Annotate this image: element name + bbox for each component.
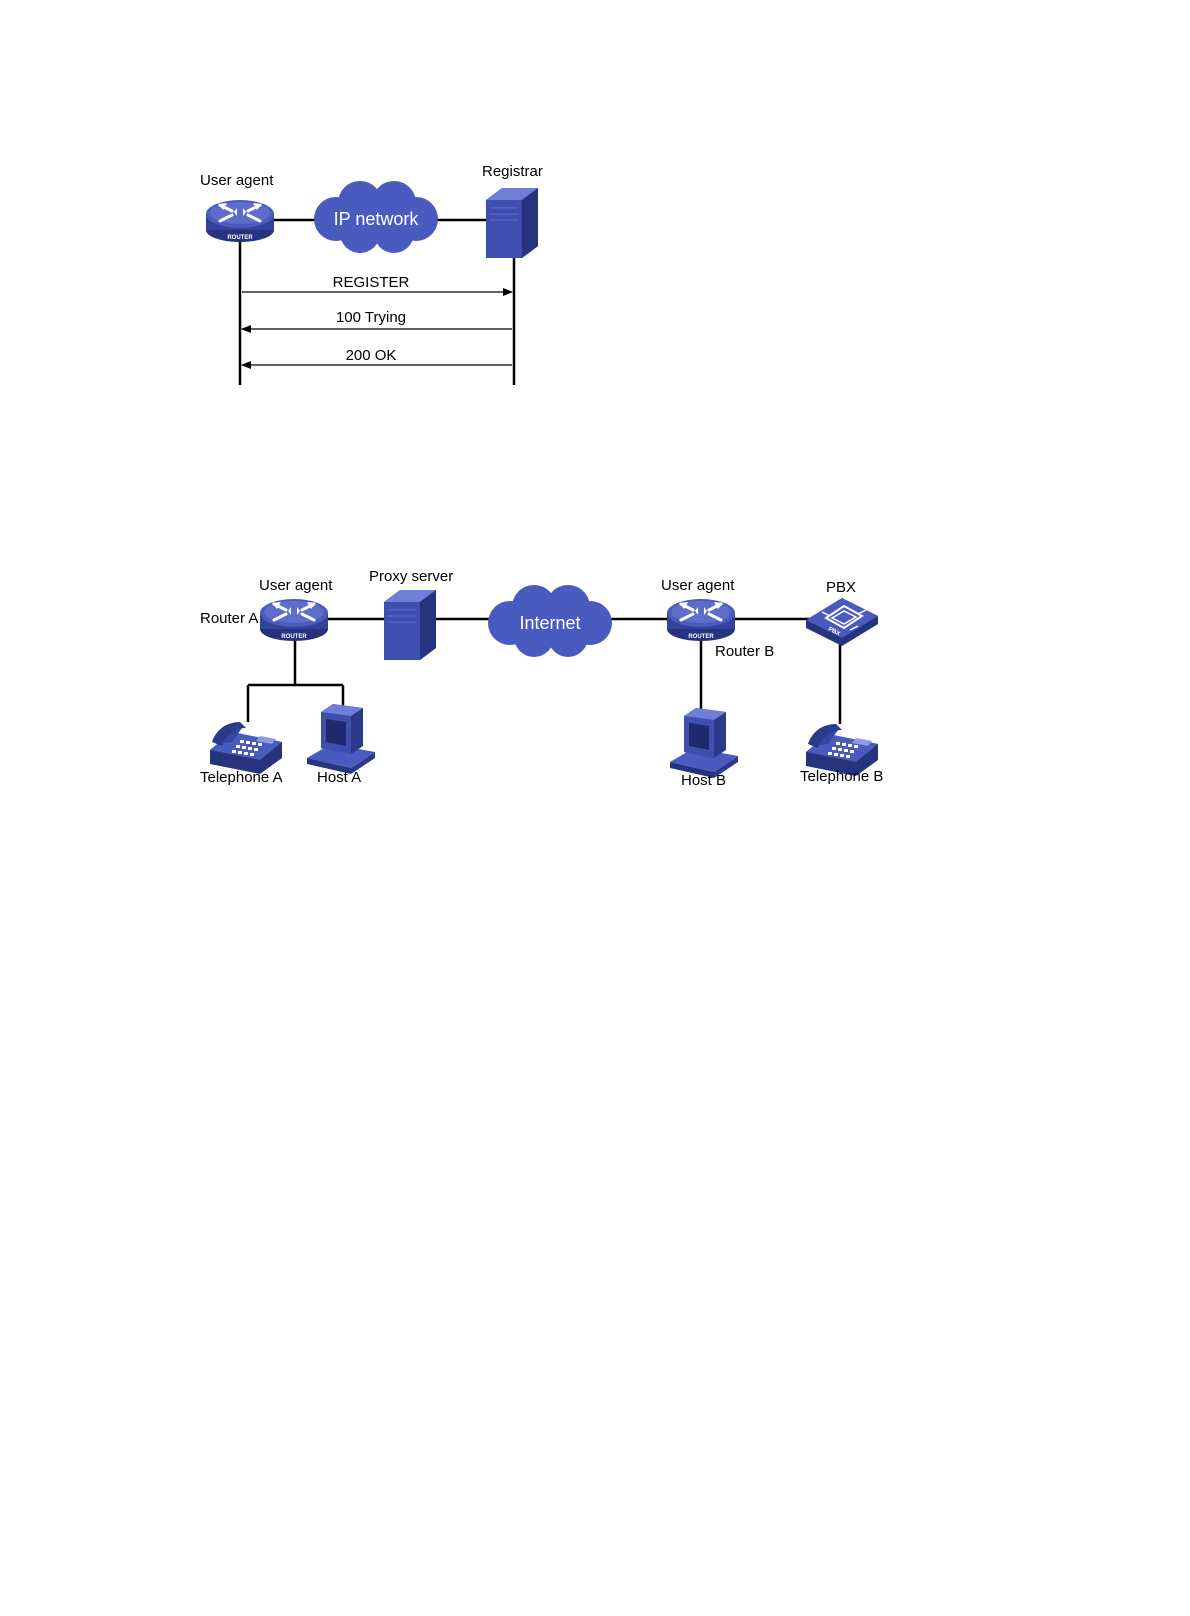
user-agent-b-label: User agent xyxy=(661,577,735,594)
router-b-badge: ROUTER xyxy=(688,634,714,640)
proxy-server-label: Proxy server xyxy=(369,568,453,585)
router-b-label: Router B xyxy=(715,643,774,660)
router-icon: ROUTER xyxy=(206,200,274,242)
message-register: REGISTER xyxy=(333,274,410,291)
server-icon xyxy=(486,188,538,258)
host-b-icon xyxy=(670,708,738,778)
pbx-label: PBX xyxy=(826,579,856,596)
router-a-label: Router A xyxy=(200,610,258,627)
pbx-icon: PBX xyxy=(806,598,878,646)
telephone-a-icon xyxy=(210,722,282,774)
router-a-icon: ROUTER xyxy=(260,599,328,641)
host-b-label: Host B xyxy=(681,772,726,789)
host-a-icon xyxy=(307,704,375,774)
router-b-icon: ROUTER xyxy=(667,599,735,641)
router-a-badge: ROUTER xyxy=(281,634,307,640)
registration-diagram: ROUTER IP network User agent Registrar R… xyxy=(200,163,543,385)
internet-label: Internet xyxy=(519,613,580,633)
registrar-label: Registrar xyxy=(482,163,543,180)
router-badge: ROUTER xyxy=(227,235,253,241)
cloud-icon: IP network xyxy=(314,181,438,253)
proxy-server-icon xyxy=(384,590,436,660)
host-a-label: Host A xyxy=(317,769,361,786)
proxy-network-diagram: ROUTER Internet ROUTER PBX User xyxy=(200,568,883,789)
internet-cloud-icon: Internet xyxy=(488,585,612,657)
message-200-ok: 200 OK xyxy=(346,347,397,364)
message-100-trying: 100 Trying xyxy=(336,309,406,326)
telephone-a-label: Telephone A xyxy=(200,769,283,786)
user-agent-label: User agent xyxy=(200,172,274,189)
telephone-b-label: Telephone B xyxy=(800,768,883,785)
user-agent-a-label: User agent xyxy=(259,577,333,594)
cloud-label: IP network xyxy=(334,209,420,229)
